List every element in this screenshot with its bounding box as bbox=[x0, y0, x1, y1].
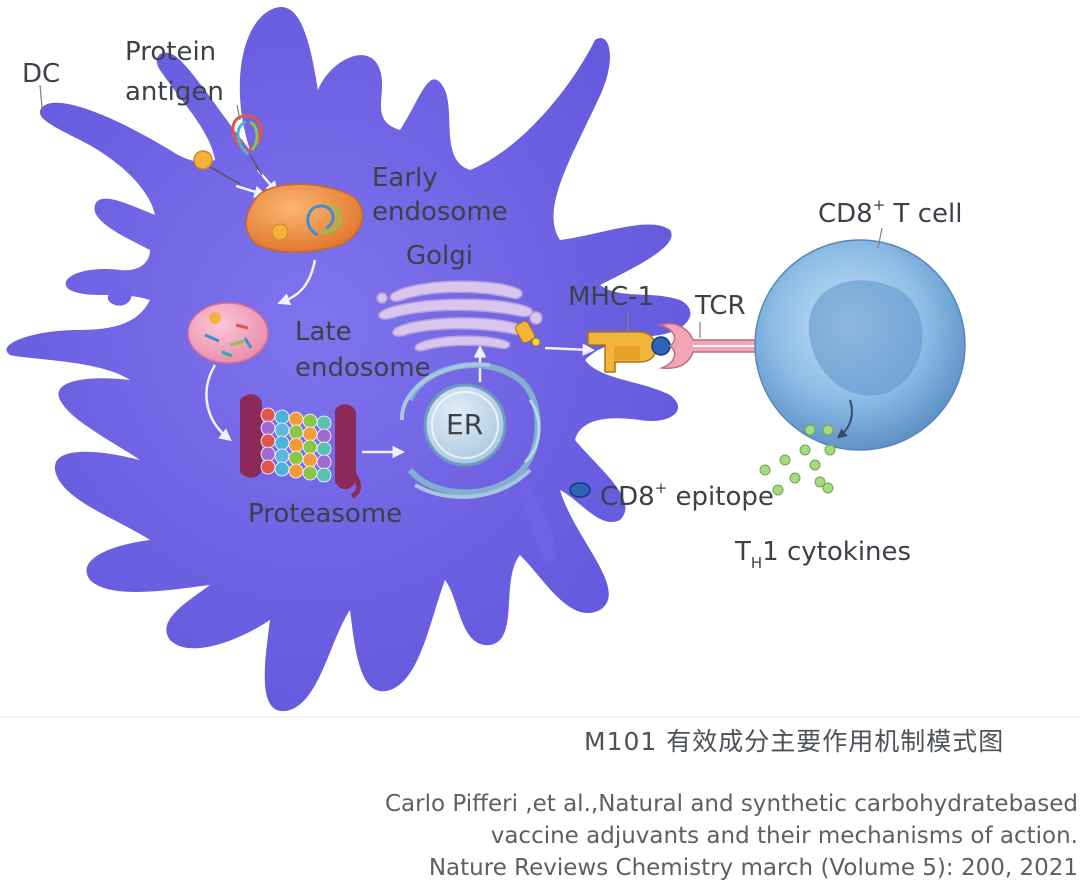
proteasome-subunit bbox=[288, 411, 304, 427]
proteasome bbox=[240, 394, 361, 499]
proteasome-subunit bbox=[260, 420, 276, 436]
proteasome-subunit bbox=[316, 441, 332, 457]
proteasome-subunit bbox=[260, 433, 276, 449]
label-tcr: TCR bbox=[694, 291, 746, 321]
caption-title: M101 有效成分主要作用机制模式图 bbox=[584, 727, 1005, 756]
citation-line-1: Carlo Pifferi ,et al.,Natural and synthe… bbox=[385, 791, 1078, 817]
proteasome-subunit bbox=[316, 454, 332, 470]
tcr-complex bbox=[657, 323, 771, 370]
citation-line-2: vaccine adjuvants and their mechanisms o… bbox=[490, 823, 1078, 849]
epitope-bound bbox=[651, 336, 671, 356]
proteasome-subunit bbox=[288, 463, 304, 479]
label-mhc1: MHC-1 bbox=[568, 282, 654, 312]
golgi bbox=[376, 280, 543, 352]
proteasome-subunit bbox=[274, 448, 290, 464]
proteasome-subunit bbox=[288, 437, 304, 453]
th1-cytokines bbox=[759, 424, 836, 496]
proteasome-subunit bbox=[274, 461, 290, 477]
label-late-endosome-1: Late bbox=[295, 317, 352, 347]
proteasome-subunit bbox=[288, 424, 304, 440]
proteasome-subunit bbox=[302, 439, 318, 455]
proteasome-subunit bbox=[260, 459, 276, 475]
mhc-transport-vesicle bbox=[514, 320, 541, 347]
label-golgi: Golgi bbox=[406, 241, 473, 271]
label-early-endosome-1: Early bbox=[372, 163, 438, 193]
proteasome-subunit bbox=[274, 435, 290, 451]
endoplasmic-reticulum bbox=[399, 362, 541, 499]
label-early-endosome-2: endosome bbox=[372, 197, 508, 227]
protein-antigen bbox=[193, 114, 263, 185]
label-proteasome: Proteasome bbox=[248, 499, 402, 529]
cd8-t-cell bbox=[754, 239, 966, 451]
proteasome-subunit bbox=[274, 409, 290, 425]
proteasome-subunit bbox=[288, 450, 304, 466]
cd8-epitope-marker bbox=[569, 482, 591, 498]
late-endosome bbox=[187, 302, 269, 364]
proteasome-subunit bbox=[316, 428, 332, 444]
label-dc: DC bbox=[22, 59, 60, 89]
proteasome-subunit bbox=[302, 413, 318, 429]
leader-lines bbox=[39, 84, 883, 338]
label-protein-antigen-2: antigen bbox=[125, 77, 224, 107]
early-endosome bbox=[245, 183, 364, 253]
label-cd8-t-cell: CD8+ T cell bbox=[818, 196, 962, 229]
proteasome-subunit bbox=[302, 465, 318, 481]
proteasome-subunit bbox=[302, 452, 318, 468]
proteasome-subunit bbox=[260, 446, 276, 462]
citation: Carlo Pifferi ,et al.,Natural and synthe… bbox=[385, 788, 1078, 884]
mhc1-complex bbox=[587, 331, 657, 373]
proteasome-core bbox=[260, 407, 332, 483]
citation-line-3: Nature Reviews Chemistry march (Volume 5… bbox=[428, 855, 1078, 881]
label-late-endosome-2: endosome bbox=[295, 353, 431, 383]
proteasome-subunit bbox=[302, 426, 318, 442]
proteasome-subunit bbox=[316, 467, 332, 483]
dendritic-cell bbox=[6, 6, 691, 712]
label-er: ER bbox=[446, 408, 483, 441]
process-arrows bbox=[205, 169, 595, 459]
proteasome-subunit bbox=[274, 422, 290, 438]
label-protein-antigen-1: Protein bbox=[125, 37, 216, 67]
proteasome-subunit bbox=[316, 415, 332, 431]
proteasome-subunit bbox=[260, 407, 276, 423]
label-cd8-epitope: CD8+ epitope bbox=[600, 479, 774, 512]
label-th1-cytokines: TH1 cytokines bbox=[734, 537, 911, 572]
